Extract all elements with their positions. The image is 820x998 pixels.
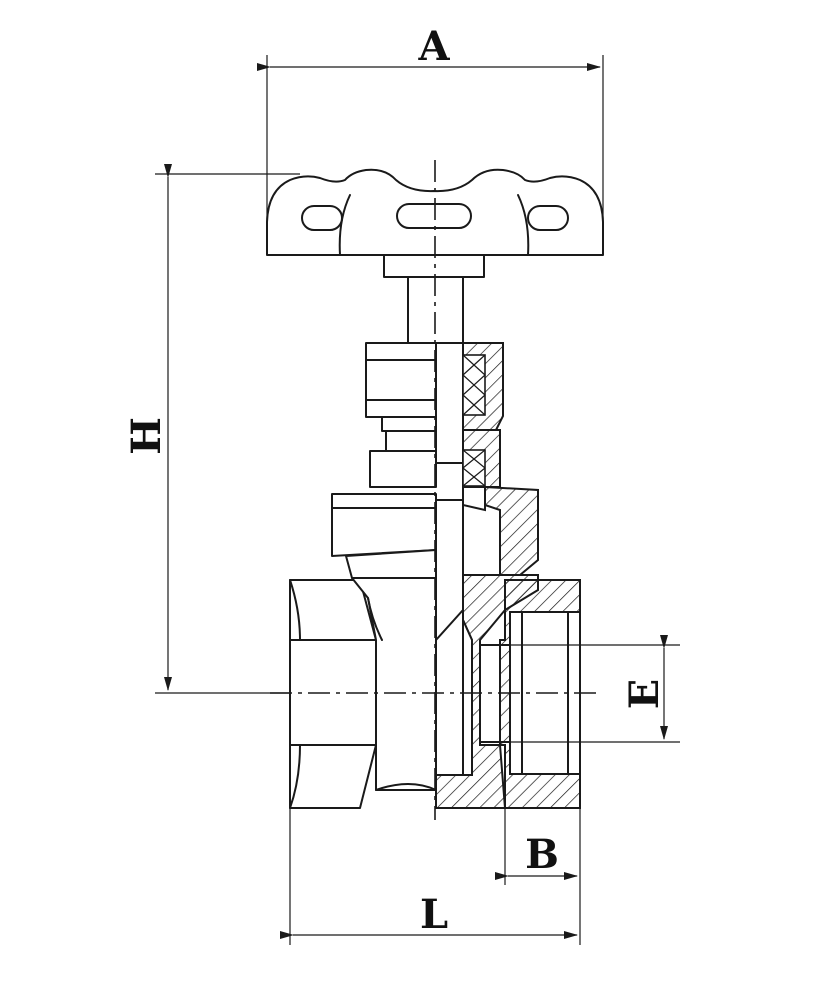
bonnet bbox=[331, 485, 539, 581]
dimension-label-h: H bbox=[123, 417, 170, 455]
dimension-h: H bbox=[123, 164, 300, 694]
center-lines bbox=[270, 160, 600, 820]
dimension-label-b: B bbox=[525, 831, 559, 878]
dimension-label-l: L bbox=[420, 891, 448, 938]
handwheel bbox=[266, 168, 604, 278]
dimension-label-e: E bbox=[621, 679, 668, 710]
dimension-l: L bbox=[280, 808, 578, 945]
valve-body bbox=[289, 499, 581, 809]
dimension-a: A bbox=[257, 23, 604, 252]
dimension-e: E bbox=[510, 635, 680, 743]
packing-nut bbox=[365, 342, 504, 488]
dimension-b: B bbox=[495, 808, 581, 945]
dimension-label-a: A bbox=[417, 23, 450, 70]
